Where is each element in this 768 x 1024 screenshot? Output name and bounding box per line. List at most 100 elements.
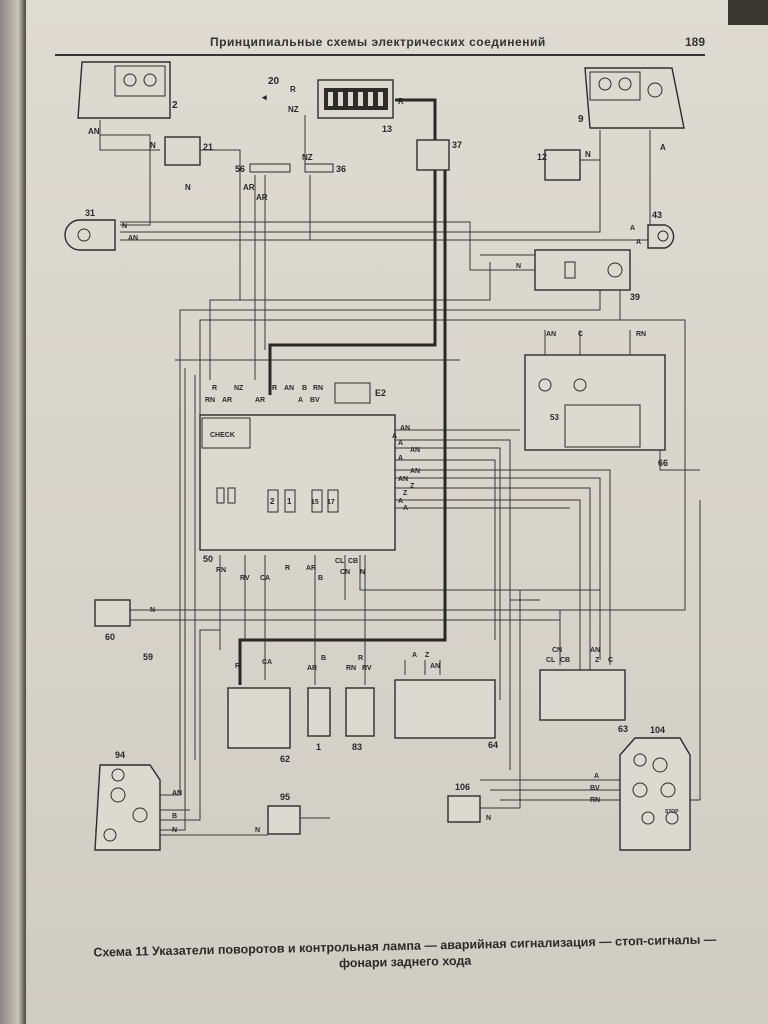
component-label: 31 [85,208,95,218]
component-label: 56 [235,164,245,174]
component-label: 95 [280,792,290,802]
wire-label: RN [590,797,600,804]
wire-label: A [630,225,635,232]
wire-label: Z [595,657,600,664]
switch-64: 64 A Z AN [394,652,498,750]
component-9: 9 A [578,67,685,152]
wire-label: RV [362,665,372,672]
lamp-43: 43 A A [630,210,675,249]
wire-label: NZ [288,105,299,114]
wire-label: Z [403,490,408,497]
component-label: 1 [316,742,321,752]
wire-label: CB [348,558,358,565]
rear-lamp-104: STOP 104 A BV RN [590,725,691,851]
wire-label: R [358,655,363,662]
wire-label: CN [340,569,350,576]
wire-label: BV [310,397,320,404]
wire-label: N [185,183,191,192]
component-106: 106 N [447,782,491,823]
wire-label: R [272,385,277,392]
wire-label: B [172,813,177,820]
component-label: 53 [550,413,559,422]
component-label: 63 [618,724,628,734]
wire-label: N [122,223,127,230]
wire-label: AR [256,193,268,202]
fuse-label: 2 [270,497,275,506]
wire-label: RV [240,575,250,582]
wire-label: C [608,657,613,664]
component-62: 62 R CA [227,659,291,764]
wire-label: AR [243,183,255,192]
wire-label: Z [425,652,430,659]
component-label: 83 [352,742,362,752]
wire-label: AR [255,397,265,404]
wire-label: A [398,440,403,447]
component-label: 60 [105,632,115,642]
page-number: 189 [684,35,705,49]
page-header: Принципиальные схемы электрических соеди… [55,35,705,56]
wire-label: B [302,385,307,392]
wire-label: A [398,498,403,505]
check-lamp-label: CHECK [210,432,235,439]
component-label: 43 [652,210,662,220]
wire-label: R [235,663,240,670]
wire-label: RN [636,331,646,338]
fuse-label: 17 [327,499,335,506]
fuse-box-13: 13 R [317,79,404,134]
component-label: 37 [452,140,462,150]
wire-label: A [412,652,417,659]
wire-label: AN [590,647,600,654]
component-label: 20 [268,76,280,87]
relay-39: 39 N [516,249,640,302]
fuse-label: 15 [311,499,319,506]
component-label: 59 [143,652,153,662]
component-label: 64 [488,740,498,750]
wire-label: AN [410,468,420,475]
component-label: 104 [650,725,665,735]
wire-label: A [392,433,397,440]
stop-lamp-label: STOP [665,809,679,815]
component-label: 12 [537,152,547,162]
wire-label: R [212,385,217,392]
control-unit-50: CHECK E2 2 1 15 17 50 R NZ RN AR AR R AN… [199,382,420,582]
wire-label: CA [260,575,270,582]
wire-label: AN [410,447,420,454]
lamp-31: 31 N AN [64,208,138,251]
component-label: 39 [630,292,640,302]
wire-label: AN [430,663,440,670]
component-21: 21 N N [150,136,213,192]
wire-label: N [255,827,260,834]
wire-label: B [318,575,323,582]
component-label: E2 [375,388,386,398]
wire-label: AN [284,385,294,392]
wire-label: N [516,263,521,270]
component-label: 62 [280,754,290,764]
wire-label: NZ [302,153,313,162]
wire-label: AN [88,127,100,136]
wire-label: B [321,655,326,662]
component-66: 53 66 AN C RN [524,331,668,468]
wire-label: R [398,97,404,106]
wire-label: RN [205,397,215,404]
component-label: 50 [203,554,213,564]
component-37: 37 [416,139,462,171]
wire-label: N [172,827,177,834]
component-20: 20 ◂ R NZ [261,76,299,114]
component-12: 12 N [537,149,591,181]
background-corner [728,0,768,25]
component-label: 9 [578,114,584,125]
wire-label: A [298,397,303,404]
wire-label: A [403,505,408,512]
wire-label: AR [307,665,317,672]
component-label: 106 [455,782,470,792]
connectors-56-36: 56 36 NZ AR AR [235,153,346,202]
wire-label: N [360,569,365,576]
wire-label: NZ [234,385,244,392]
wire-label: RN [346,665,356,672]
wire-label: AN [398,476,408,483]
wire-label: BV [590,785,600,792]
wire-label: AN [128,235,138,242]
wire-label: RN [216,567,226,574]
switch-1: 1 AR B [307,655,331,752]
